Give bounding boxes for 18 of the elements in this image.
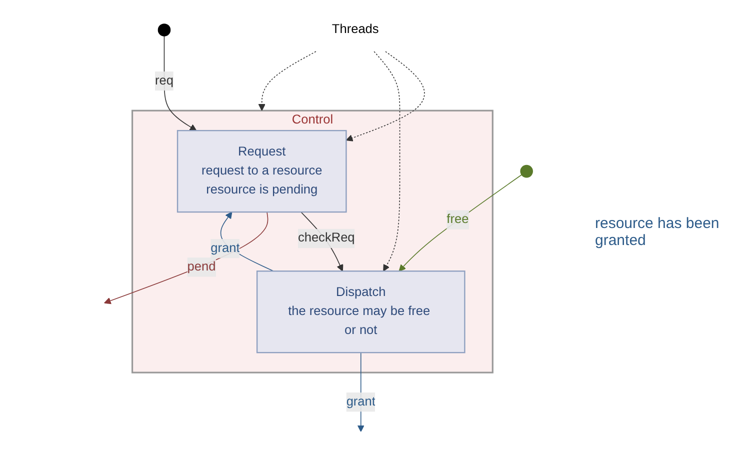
node-box: Request request to a resource resource is pending bbox=[176, 130, 347, 213]
edge-label: grant bbox=[346, 394, 376, 408]
edge-label: grant bbox=[210, 241, 240, 255]
node-circle bbox=[520, 164, 533, 178]
arrow bbox=[258, 51, 316, 111]
edge-label: pend bbox=[187, 260, 216, 274]
arrow bbox=[346, 51, 425, 142]
edge-label: checkReq bbox=[298, 231, 355, 245]
arrow bbox=[398, 174, 522, 272]
arrow bbox=[104, 212, 268, 304]
edge-label: free bbox=[446, 212, 469, 226]
note-text: resource has been granted bbox=[595, 215, 720, 249]
edge-label: req bbox=[155, 74, 174, 88]
node-box: Dispatch the resource may be free or not bbox=[256, 270, 466, 354]
arrow bbox=[164, 36, 197, 131]
node-text: Threads bbox=[332, 22, 379, 36]
node-circle bbox=[158, 24, 171, 36]
arrow bbox=[374, 51, 400, 272]
